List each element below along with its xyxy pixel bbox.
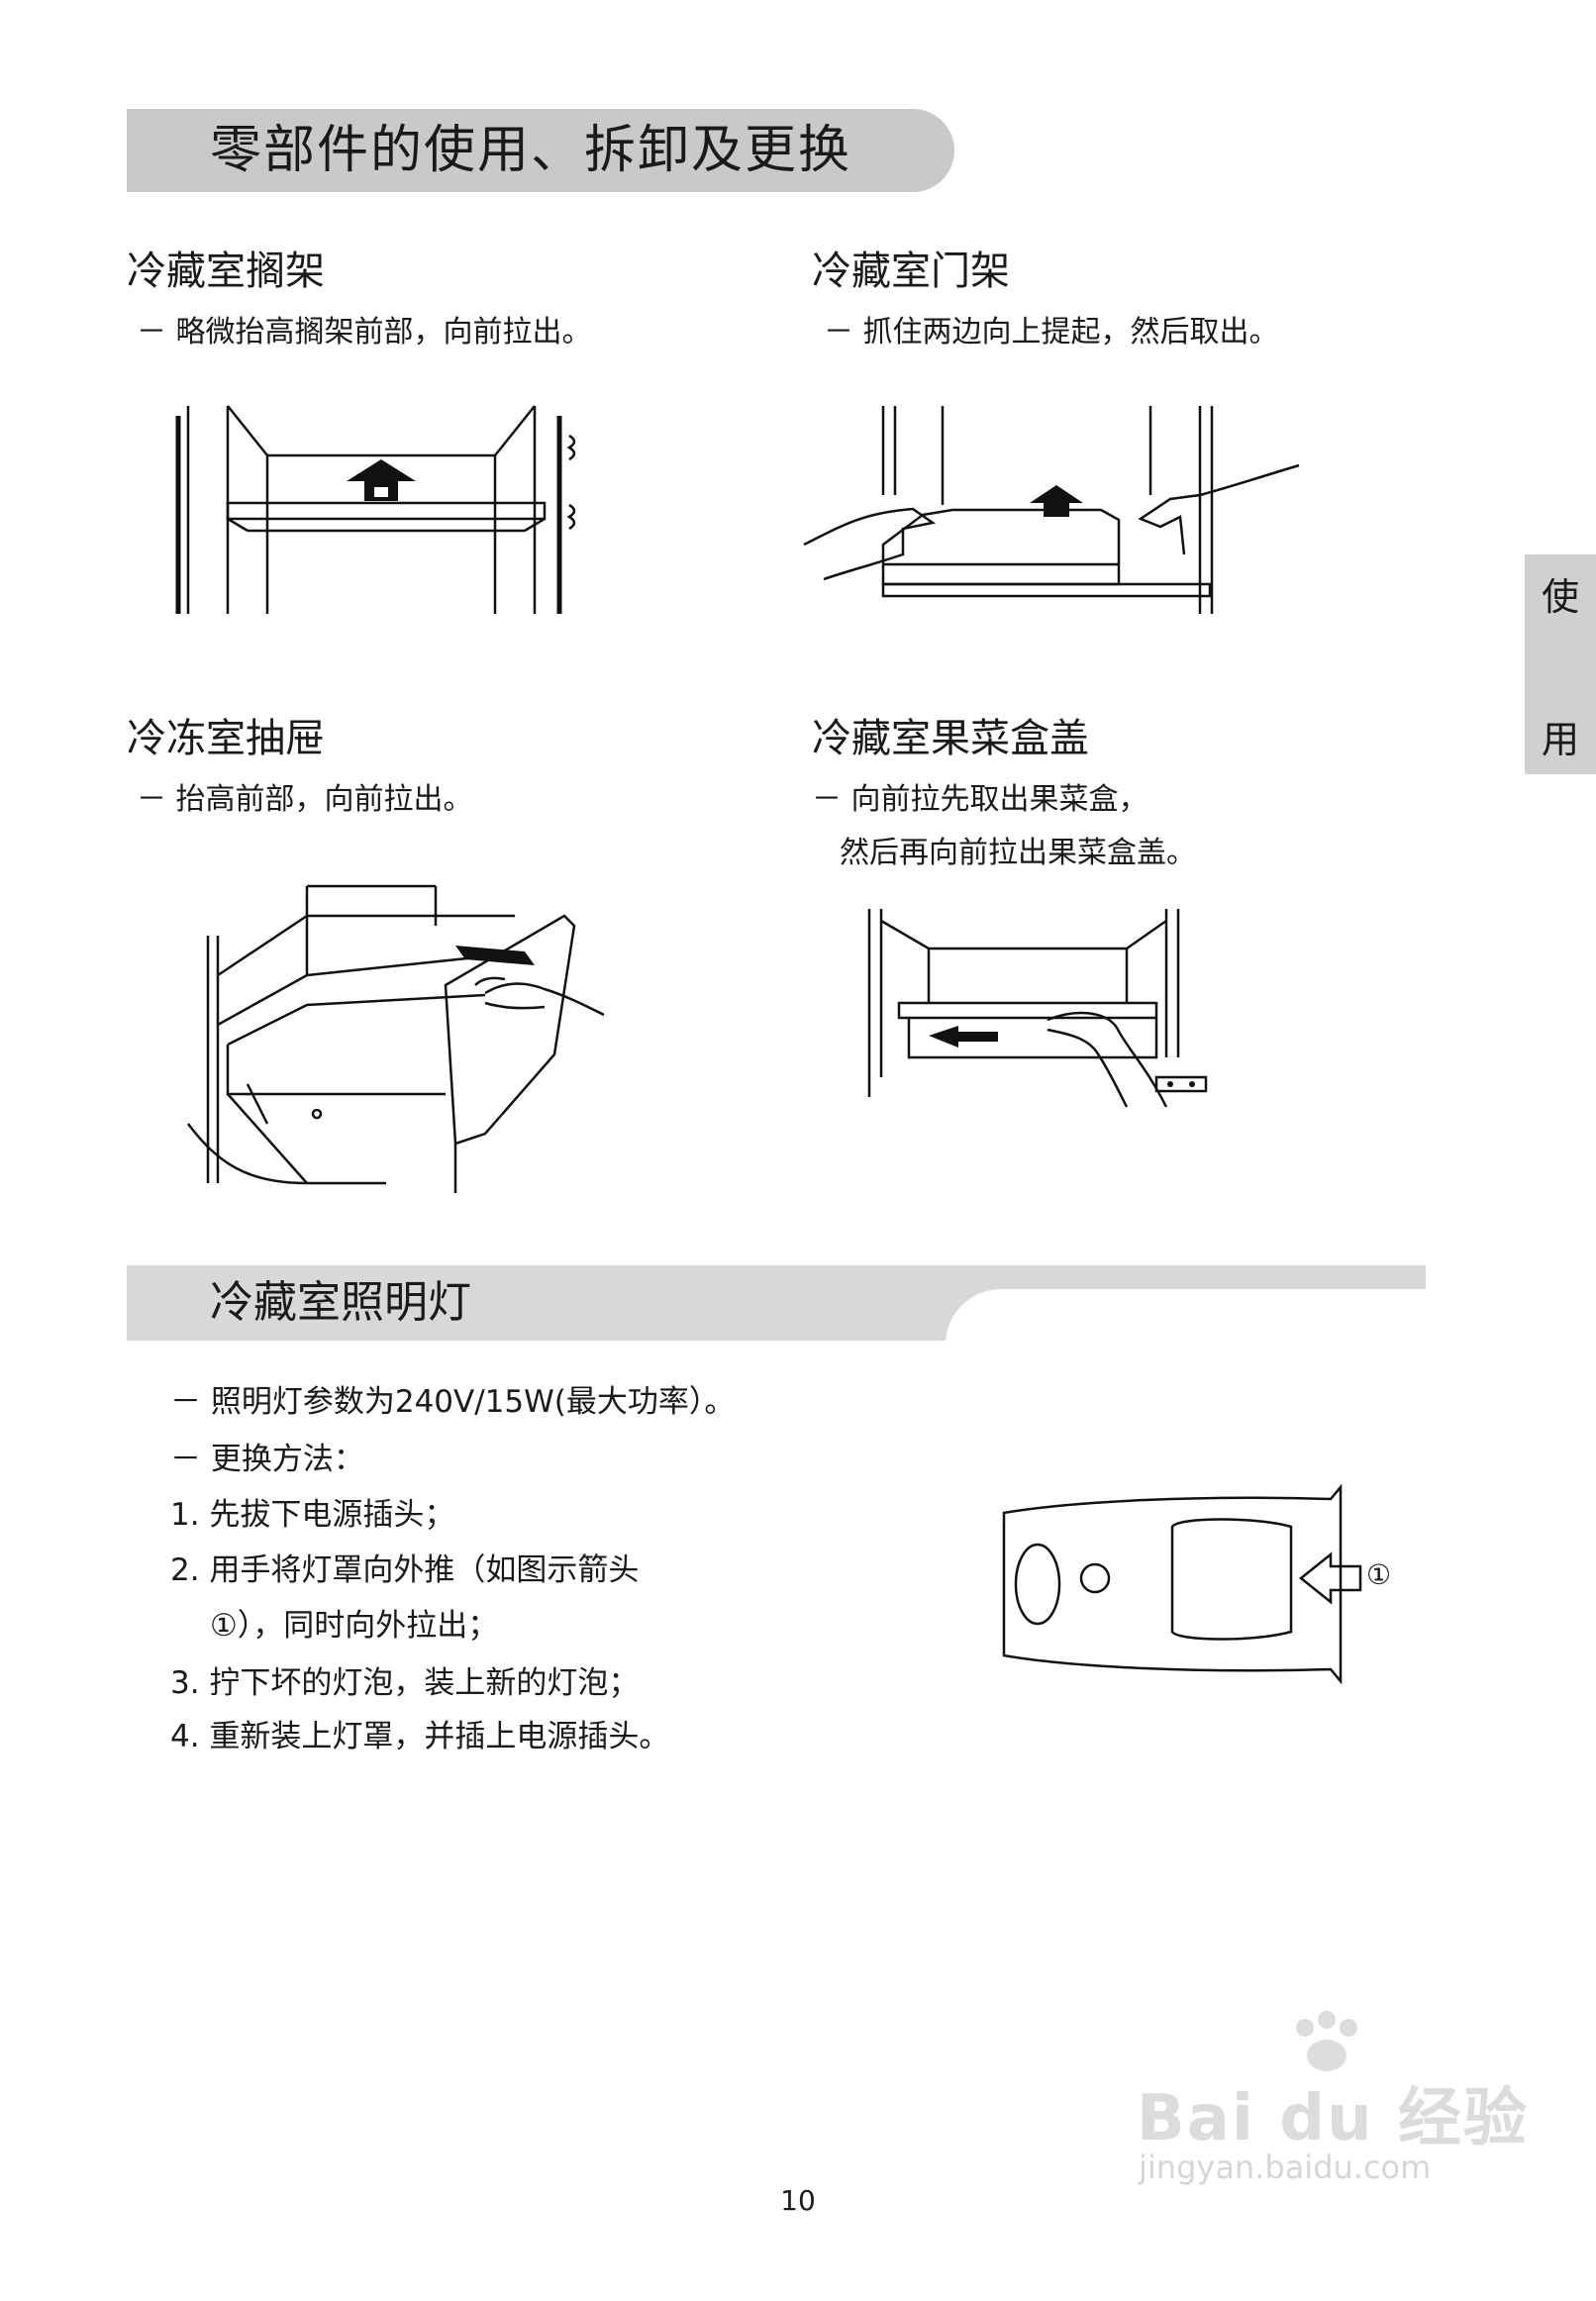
paw-icon	[1296, 2011, 1357, 2071]
crisper-cover-desc-2: 然后再向前拉出果菜盒盖。	[840, 836, 1196, 870]
watermark-brand: Bai du 经验	[1137, 2082, 1529, 2155]
side-tab-char-1: 使	[1541, 575, 1579, 619]
page-number: 10	[780, 2184, 816, 2217]
side-tab-char-2: 用	[1541, 718, 1579, 761]
crisper-cover-title: 冷藏室果菜盒盖	[812, 716, 1089, 761]
light-item-4: 2. 用手将灯罩向外推（如图示箭头	[170, 1552, 640, 1588]
freezer-drawer-desc: － 抬高前部，向前拉出。	[137, 782, 473, 817]
light-section-title: 冷藏室照明灯	[210, 1277, 471, 1328]
fridge-shelf-illustration	[175, 405, 576, 614]
light-item-1: － 照明灯参数为240V/15W(最大功率）。	[170, 1384, 736, 1420]
crisper-cover-desc-1: － 向前拉先取出果菜盒，	[812, 782, 1148, 817]
freezer-drawer-illustration	[187, 884, 605, 1193]
light-item-6: 3. 拧下坏的灯泡，装上新的灯泡；	[170, 1665, 640, 1701]
light-item-5: ①），同时向外拉出；	[210, 1608, 499, 1644]
title-bar	[127, 109, 954, 192]
crisper-cover-illustration	[867, 909, 1208, 1108]
watermark-url: jingyan.baidu.com	[1139, 2149, 1432, 2186]
light-item-2: － 更换方法：	[170, 1442, 364, 1477]
light-bar-cutout	[946, 1289, 1426, 1345]
fridge-shelf-title: 冷藏室搁架	[127, 249, 325, 294]
light-item-7: 4. 重新装上灯罩，并插上电源插头。	[170, 1719, 670, 1754]
door-shelf-desc: － 抓住两边向上提起，然后取出。	[824, 315, 1279, 350]
door-shelf-illustration	[803, 406, 1300, 614]
fridge-shelf-desc: － 略微抬高搁架前部，向前拉出。	[137, 315, 592, 350]
page-title: 零部件的使用、拆卸及更换	[210, 121, 852, 180]
diagram-callout: ①	[1366, 1558, 1392, 1591]
door-shelf-title: 冷藏室门架	[812, 249, 1010, 294]
light-item-3: 1. 先拔下电源插头；	[170, 1497, 455, 1533]
freezer-drawer-title: 冷冻室抽屉	[127, 716, 325, 761]
lamp-cover-diagram	[1002, 1483, 1362, 1685]
side-tab	[1525, 554, 1596, 774]
